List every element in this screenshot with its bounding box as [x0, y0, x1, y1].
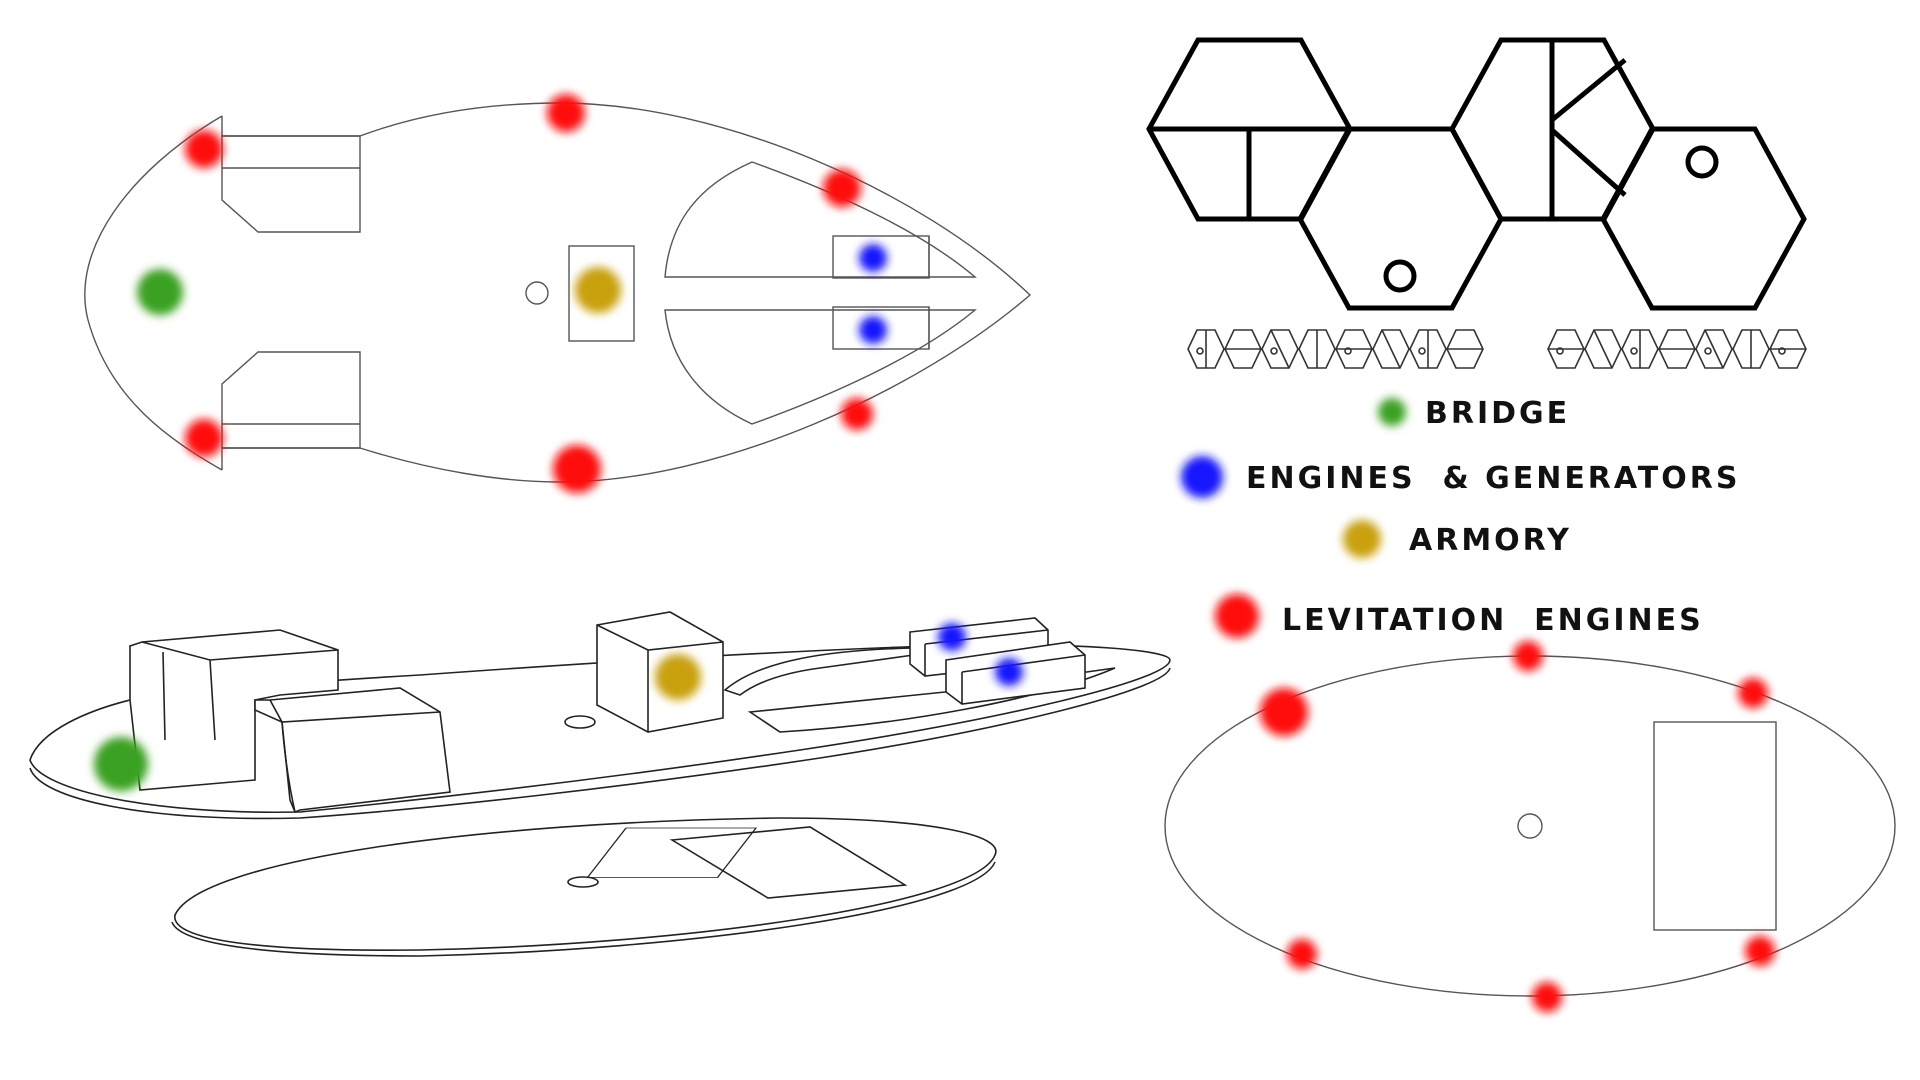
legend: BRIDGE ENGINES & GENERATORS ARMORY LEVIT… [1181, 396, 1740, 638]
wordmark-glyph [1409, 329, 1447, 369]
bottom-view-lev-marker-2 [1738, 678, 1768, 708]
top-view-lev-marker-4 [185, 419, 223, 457]
hexagon-wordmark-icon [1187, 329, 1807, 369]
legend-item-bridge: BRIDGE [1378, 396, 1570, 431]
top-view-lev-marker-5 [553, 445, 601, 493]
wordmark-glyph [1621, 329, 1659, 369]
hexagon-emblem-icon [1146, 37, 1807, 311]
bottom-view-lev-marker-4 [1287, 939, 1317, 969]
legend-armory-label: ARMORY [1409, 523, 1572, 558]
wordmark-glyph-stroke [1381, 329, 1401, 369]
perspective-fin-lower [747, 667, 1116, 733]
perspective-front-block-detail [269, 699, 441, 813]
top-view-bridge-marker [137, 269, 183, 315]
perspective-lower-disc-edge [171, 861, 996, 957]
perspective-deck-hatch [564, 715, 596, 729]
wordmark-glyph-stroke [1704, 329, 1724, 369]
legend-bridge-label: BRIDGE [1425, 396, 1570, 431]
perspective-bridge-block-detail [141, 641, 339, 741]
perspective-engine-marker-1 [938, 623, 966, 651]
perspective-bridge-marker [94, 737, 148, 791]
perspective-main-deck-edge [29, 667, 1171, 820]
perspective-lower-plate-shape [669, 826, 908, 899]
wordmark-glyph [1298, 329, 1336, 369]
bottom-view-lev-marker-3 [1260, 688, 1308, 736]
wordmark-glyph-stroke [1270, 329, 1290, 369]
legend-item-levitation: LEVITATION ENGINES [1215, 594, 1704, 638]
perspective-lower-disc [174, 817, 997, 952]
legend-levitation-label: LEVITATION ENGINES [1282, 603, 1704, 638]
wordmark-glyph-dot [1556, 347, 1564, 355]
bottom-view-lev-marker-5 [1532, 982, 1562, 1012]
wordmark-glyph-dot [1418, 347, 1426, 355]
perspective-armory-marker [655, 654, 701, 700]
perspective-armory-cube-detail [596, 624, 724, 732]
top-view-armory-marker [575, 267, 621, 313]
top-view-engine-marker-2 [859, 316, 887, 344]
bottom-view [1164, 641, 1896, 1012]
perspective-view [29, 611, 1171, 957]
top-view-lev-marker-6 [841, 398, 873, 430]
bottom-view-lev-marker-6 [1745, 936, 1775, 966]
top-view-hull [84, 102, 1032, 483]
top-view-lev-marker-1 [185, 130, 223, 168]
perspective-lower-plate [586, 827, 758, 878]
perspective-engine-marker-2 [995, 658, 1023, 686]
top-view-upper-bay [221, 135, 361, 233]
perspective-engine-block-detail [924, 629, 1086, 704]
top-view-lower-fin [664, 309, 977, 425]
top-view-lev-marker-3 [823, 169, 861, 207]
top-view-hatch [525, 281, 549, 305]
wordmark-glyph-dot [1196, 347, 1204, 355]
wordmark-glyph-dot [1270, 347, 1278, 355]
legend-armory-swatch [1343, 520, 1381, 558]
wordmark-glyph-dot [1704, 347, 1712, 355]
bottom-view-hatch [1517, 813, 1543, 839]
wordmark-glyph-stroke [1593, 329, 1613, 369]
legend-engines-label: ENGINES & GENERATORS [1246, 461, 1740, 496]
wordmark-glyph-dot [1778, 347, 1786, 355]
top-view-engine-marker-1 [859, 244, 887, 272]
bottom-view-lev-marker-1 [1513, 641, 1543, 671]
top-view [84, 94, 1032, 493]
wordmark-glyph-dot [1344, 347, 1352, 355]
perspective-bridge-block [129, 629, 339, 791]
legend-levitation-swatch [1215, 594, 1259, 638]
perspective-lower-hatch [567, 876, 599, 888]
legend-engines-swatch [1181, 456, 1223, 498]
legend-bridge-swatch [1378, 398, 1406, 426]
top-view-lev-marker-2 [547, 94, 585, 132]
legend-item-engines: ENGINES & GENERATORS [1181, 456, 1740, 498]
wordmark-glyph-dot [1630, 347, 1638, 355]
bottom-view-panel [1653, 721, 1777, 931]
top-view-armory-box [568, 245, 635, 342]
legend-item-armory: ARMORY [1343, 520, 1572, 558]
perspective-fin-upper [723, 647, 936, 696]
top-view-lower-bay [221, 351, 361, 449]
wordmark-glyph [1187, 329, 1225, 369]
wordmark-glyph [1732, 329, 1770, 369]
top-view-upper-fin [664, 161, 977, 278]
